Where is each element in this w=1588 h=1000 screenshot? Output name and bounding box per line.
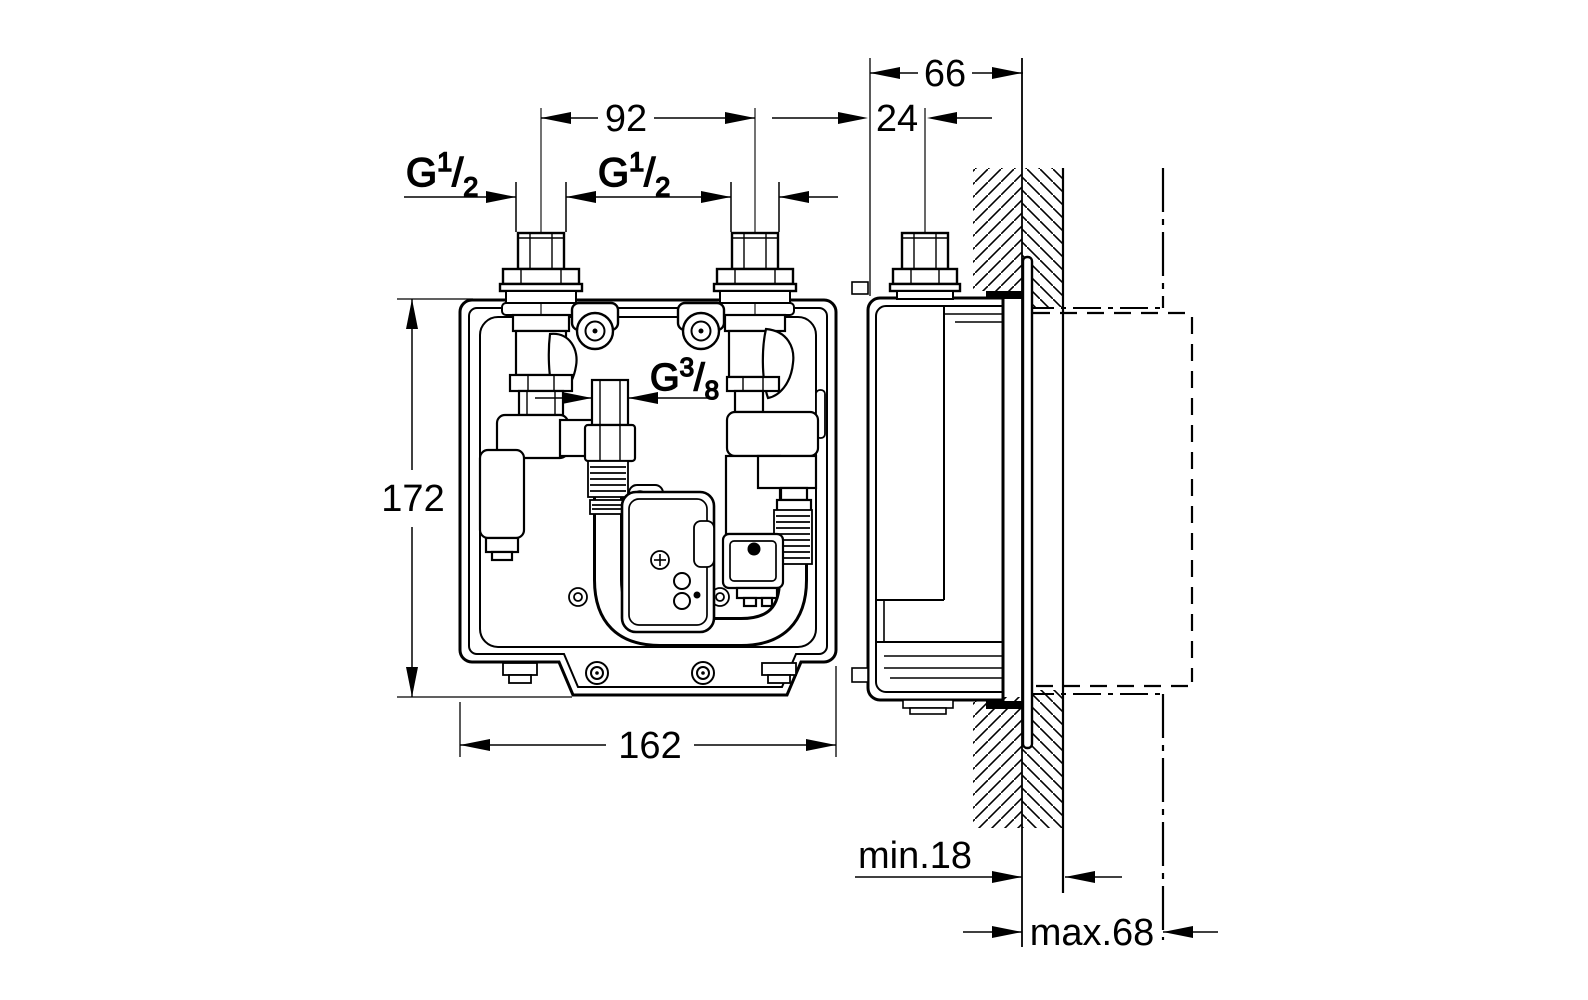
control-unit bbox=[620, 484, 716, 634]
dimension-min18: min.18 bbox=[855, 835, 1122, 883]
dimension-g38 bbox=[535, 392, 712, 404]
thread-left-slash: / bbox=[452, 151, 464, 195]
dim-min18-label: min.18 bbox=[858, 835, 972, 877]
inlet-pipe-left bbox=[498, 108, 584, 318]
control-unit-dot bbox=[693, 591, 701, 599]
solenoid-assembly bbox=[721, 410, 820, 608]
solenoid-indicator bbox=[747, 542, 761, 556]
mounting-lug-left bbox=[570, 301, 620, 351]
dimension-66: 66 bbox=[869, 53, 1023, 296]
phillips-screw bbox=[650, 550, 670, 570]
dim-66-label: 66 bbox=[924, 53, 966, 95]
control-unit-slot bbox=[693, 520, 715, 568]
mounting-lug-right bbox=[676, 301, 726, 351]
wall-hatch-bottom-left bbox=[973, 697, 1022, 828]
gasket-top bbox=[986, 291, 1026, 299]
side-view bbox=[851, 58, 1194, 947]
thread-left-base: G bbox=[406, 151, 437, 195]
thread-right-base: G bbox=[598, 151, 629, 195]
dim-172-label: 172 bbox=[381, 478, 444, 520]
wall-hatching bbox=[973, 168, 1063, 828]
hose-nut bbox=[583, 423, 637, 463]
thread-hose-slash: / bbox=[694, 357, 705, 399]
bottom-feet bbox=[502, 662, 797, 684]
shutoff-valve-right bbox=[723, 313, 795, 414]
control-unit-hole-2 bbox=[673, 592, 691, 610]
dimension-max68: max.68 bbox=[963, 912, 1218, 954]
front-view bbox=[458, 108, 838, 697]
inlet-pipe-right bbox=[712, 108, 798, 318]
dimension-92: 92 bbox=[541, 98, 755, 140]
dim-max68-label: max.68 bbox=[1030, 912, 1155, 954]
shutoff-valve-left bbox=[478, 313, 598, 562]
cover-plate-dashed-outline bbox=[1033, 311, 1194, 688]
thread-hose-sub: 8 bbox=[705, 375, 719, 405]
housing-inner-contour bbox=[468, 307, 828, 688]
thread-label-hose: G3/8 bbox=[650, 352, 719, 405]
dimension-172: 172 bbox=[381, 298, 572, 698]
thread-dimension-lines bbox=[404, 182, 838, 232]
mounting-plate bbox=[1021, 255, 1034, 750]
bottom-screw-bosses bbox=[585, 661, 715, 685]
control-unit-hole-1 bbox=[673, 572, 691, 590]
thread-label-left: G1/2 bbox=[406, 147, 478, 202]
dim-24-label: 24 bbox=[876, 98, 918, 140]
finished-element-phantom bbox=[1026, 168, 1165, 940]
thread-hose-base: G bbox=[650, 357, 680, 399]
dimension-24: 24 bbox=[772, 98, 992, 232]
thread-right-sup: 1 bbox=[629, 147, 644, 177]
thread-right-sub: 2 bbox=[655, 172, 670, 202]
dim-162-label: 162 bbox=[618, 725, 681, 767]
dimension-162: 162 bbox=[459, 666, 837, 767]
hose-corrugation-left bbox=[587, 460, 629, 515]
thread-right-slash: / bbox=[644, 151, 656, 195]
housing-side bbox=[851, 281, 1005, 715]
hose-connection-stub bbox=[583, 378, 637, 463]
thread-hose-sup: 3 bbox=[680, 352, 694, 382]
inlet-pipe-side bbox=[888, 108, 962, 300]
dim-92-label: 92 bbox=[605, 98, 647, 140]
thread-left-sup: 1 bbox=[437, 147, 452, 177]
gasket-bottom bbox=[986, 701, 1026, 709]
thread-label-right: G1/2 bbox=[598, 147, 670, 202]
dimensions: 92 G1/2 G1/2 G3/8 bbox=[381, 53, 1218, 954]
wall-hatch-top-left bbox=[973, 168, 1022, 291]
side-screw-bosses bbox=[568, 587, 730, 607]
thread-left-sub: 2 bbox=[463, 172, 478, 202]
